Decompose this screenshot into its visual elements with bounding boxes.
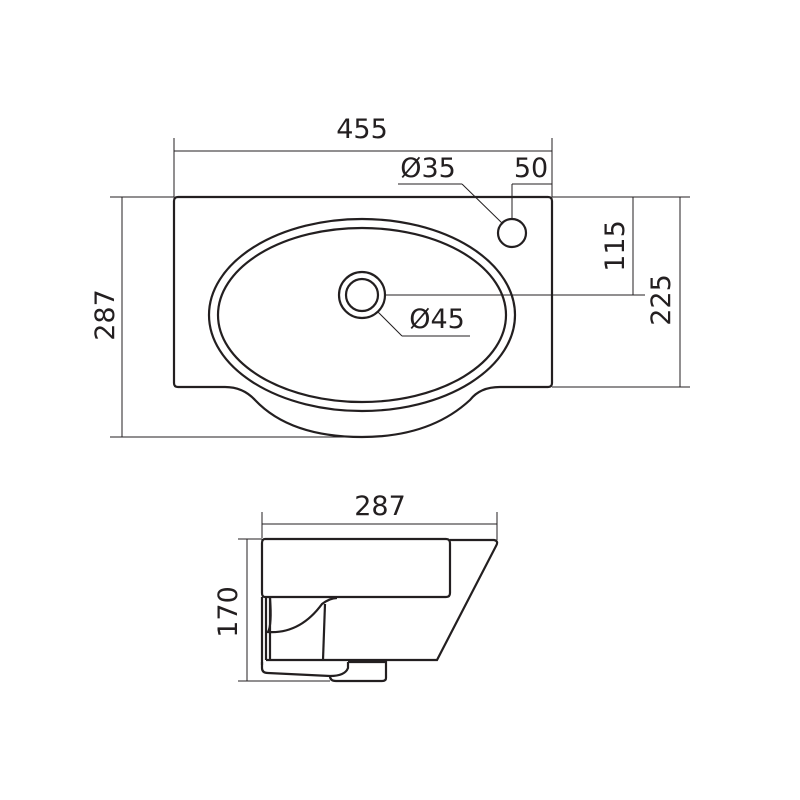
base (260, 662, 350, 678)
bowl-inner-rim (216, 226, 508, 404)
top-slab (260, 537, 452, 599)
wedge-body (266, 538, 499, 662)
faucet-hole-diameter: Ø35 (400, 153, 456, 184)
side-view: 287 170 (213, 491, 499, 683)
width-dimension: 455 (336, 114, 388, 145)
drain-inner (344, 277, 380, 313)
drain-offset-dimension: 115 (600, 220, 631, 272)
body-depth-dimension: 225 (646, 274, 677, 326)
height-dimension: 170 (213, 586, 244, 638)
drain-diameter: Ø45 (409, 304, 465, 335)
drain-outlet (328, 660, 388, 683)
bowl-outer-rim (207, 217, 517, 413)
bowl-profile (266, 596, 338, 634)
faucet-offset-dimension: 50 (514, 153, 548, 184)
basin-outline (172, 195, 554, 439)
side-depth-dimension: 287 (354, 491, 406, 522)
top-view: 455 Ø35 50 115 225 Ø45 287 (90, 114, 690, 439)
depth-dimension: 287 (90, 289, 121, 341)
